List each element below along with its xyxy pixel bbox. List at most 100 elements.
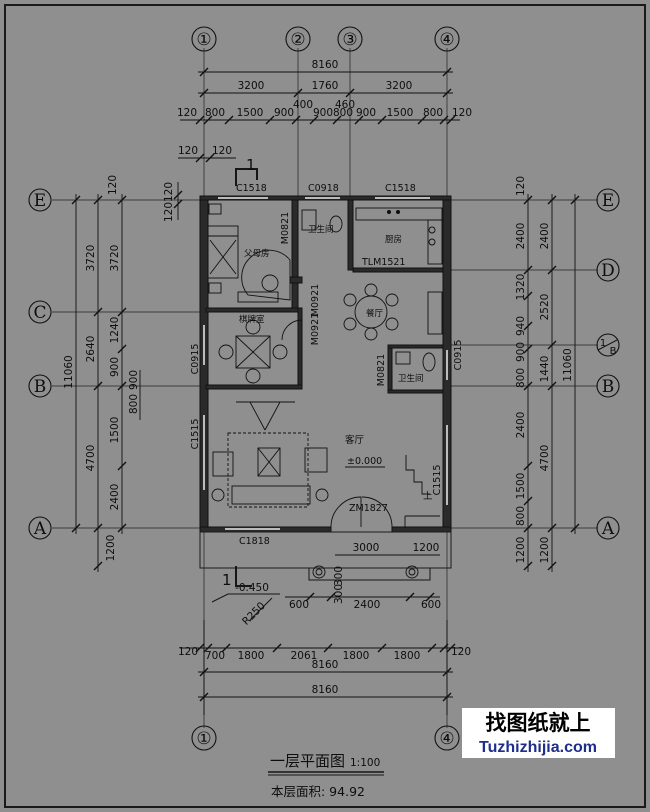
axis-bubble-right-B (596, 374, 620, 398)
coffee-table (257, 447, 281, 477)
living-rug (227, 432, 309, 508)
room-mahjong: 棋牌室 (239, 314, 265, 325)
dim-right-inner-2: 2400 (515, 223, 527, 250)
dim-top-detail-5: 900 (313, 107, 333, 119)
room-dining: 餐厅 (366, 309, 384, 319)
axis-bubble-1 (191, 26, 217, 52)
code-m0821-b: M0821 (376, 354, 387, 386)
axis-bubble-bottom-1 (191, 725, 217, 751)
top-dimensions: 8160 3200 1760 3200 400 460 120 800 1500… (163, 59, 472, 222)
bottom-dimensions: 120 700 1800 2061 1800 1800 120 8160 816… (178, 620, 471, 715)
grid-lines (52, 48, 598, 728)
dim-left-mid-4: 1200 (105, 535, 117, 562)
axis-label-1: ① (196, 30, 211, 50)
axis-label-left-E: E (34, 191, 46, 211)
floor-area: 本层面积: 94.92 (271, 784, 365, 799)
right-dimensions: 120 2400 1320 940 900 800 2400 1500 800 … (515, 176, 580, 572)
dim-bottom-overall-a: 8160 (312, 659, 339, 671)
dim-top-400: 400 (293, 99, 313, 111)
drawing-scale: 1:100 (350, 757, 380, 769)
drawing-frame (4, 4, 646, 808)
axis-bubble-4 (434, 26, 460, 52)
dim-top-detail-3: 1500 (237, 107, 264, 119)
dim-bottom-4: 2061 (291, 650, 318, 662)
axis-label-3: ③ (342, 30, 357, 50)
code-zm1827: ZM1827 (349, 503, 388, 514)
axis-label-right-E: E (602, 191, 614, 211)
axis-label-right-B: B (602, 377, 615, 397)
dim-porch-3: 600 (421, 599, 441, 611)
dim-top-detail-2: 800 (205, 107, 225, 119)
dim-left-inner-3: 900 (109, 357, 121, 377)
dim-top-detail-8: 1500 (387, 107, 414, 119)
dim-top-detail-6: 800 (333, 107, 353, 119)
axis-label-right-1B-top: 1 (600, 338, 606, 349)
dim-step-2: 300 (333, 584, 345, 604)
axis-bubble-bottom-4 (434, 725, 460, 751)
dim-left-inner-2: 1240 (109, 317, 121, 344)
dim-left-inner-1: 3720 (109, 245, 121, 272)
axis-label-left-B: B (34, 377, 47, 397)
dim-top-wall-a: 120 (178, 145, 198, 157)
dim-step-side: 1200 (413, 542, 440, 554)
room-wc-top: 卫生间 (308, 224, 334, 235)
dim-left-mid-3: 4700 (85, 445, 97, 472)
dim-top-detail-4: 900 (274, 107, 294, 119)
code-c1515-b: C1515 (432, 465, 443, 496)
room-living: 客厅 (345, 434, 365, 446)
dim-right-outer: 11060 (562, 348, 574, 381)
dim-bottom-6: 1800 (394, 650, 421, 662)
axis-label-bottom-4: ④ (439, 729, 454, 749)
axis-bubble-3 (337, 26, 363, 52)
dim-bottom-5: 1800 (343, 650, 370, 662)
dim-right-inner-7: 2400 (515, 412, 527, 439)
dim-top-bay-2: 1760 (312, 80, 339, 92)
section-mark-bottom-label: 1 (222, 571, 232, 589)
bottom-axis-markers: ① ④ (191, 725, 460, 751)
component-codes: C1518 C0918 C1518 M0821 TLM1521 M0921 M0… (190, 183, 464, 547)
dim-left-mid-1: 3720 (85, 245, 97, 272)
axis-label-left-A: A (33, 519, 47, 539)
left-axis-markers: E C B A (28, 188, 52, 540)
axis-bubble-left-A (28, 516, 52, 540)
axis-label-2: ② (290, 30, 305, 50)
axis-bubble-2 (285, 26, 311, 52)
axis-bubble-right-D (596, 258, 620, 282)
axis-bubble-left-C (28, 300, 52, 324)
code-tlm1521: TLM1521 (361, 257, 405, 268)
dim-porch-1: 600 (289, 599, 309, 611)
section-mark-top-label: 1 (246, 156, 256, 174)
dim-top-wall-c: 120 (163, 182, 175, 202)
dim-right-mid-3: 1440 (539, 356, 551, 383)
dim-left-inner-5: 2400 (109, 484, 121, 511)
axis-label-right-1B-bottom: B (610, 346, 617, 357)
dim-left-inner-4: 1500 (109, 417, 121, 444)
dim-top-detail-9: 800 (423, 107, 443, 119)
furniture (207, 203, 443, 528)
dim-top-bay-3: 3200 (386, 80, 413, 92)
code-c1515-a: C1515 (190, 419, 201, 450)
kitchen-counter (355, 207, 443, 221)
section-mark-top: 1 (235, 156, 258, 186)
axis-label-bottom-1: ① (196, 729, 211, 749)
dim-right-mid-4: 4700 (539, 445, 551, 472)
dim-bottom-3: 1800 (238, 650, 265, 662)
dim-right-inner-4: 940 (515, 316, 527, 336)
code-c1518-a: C1518 (236, 183, 267, 194)
dim-left-extra-1: 900 (128, 370, 140, 390)
axis-bubble-left-E (28, 188, 52, 212)
entry-door-2 (361, 496, 393, 528)
axis-label-right-D: D (601, 261, 615, 281)
axis-bubble-right-E (596, 188, 620, 212)
dim-step-wide: 3000 (353, 542, 380, 554)
drawing-title: 一层平面图 (270, 752, 345, 770)
porch-level: -0.450 (235, 582, 269, 594)
code-c1818: C1818 (239, 536, 270, 547)
dim-step-1: 300 (333, 566, 345, 586)
code-c0918: C0918 (308, 183, 339, 194)
watermark-box (462, 708, 615, 758)
code-m0921-a: M0921 (310, 284, 321, 316)
title-block: 一层平面图 1:100 本层面积: 94.92 (268, 752, 384, 799)
toilet-top (301, 209, 317, 231)
